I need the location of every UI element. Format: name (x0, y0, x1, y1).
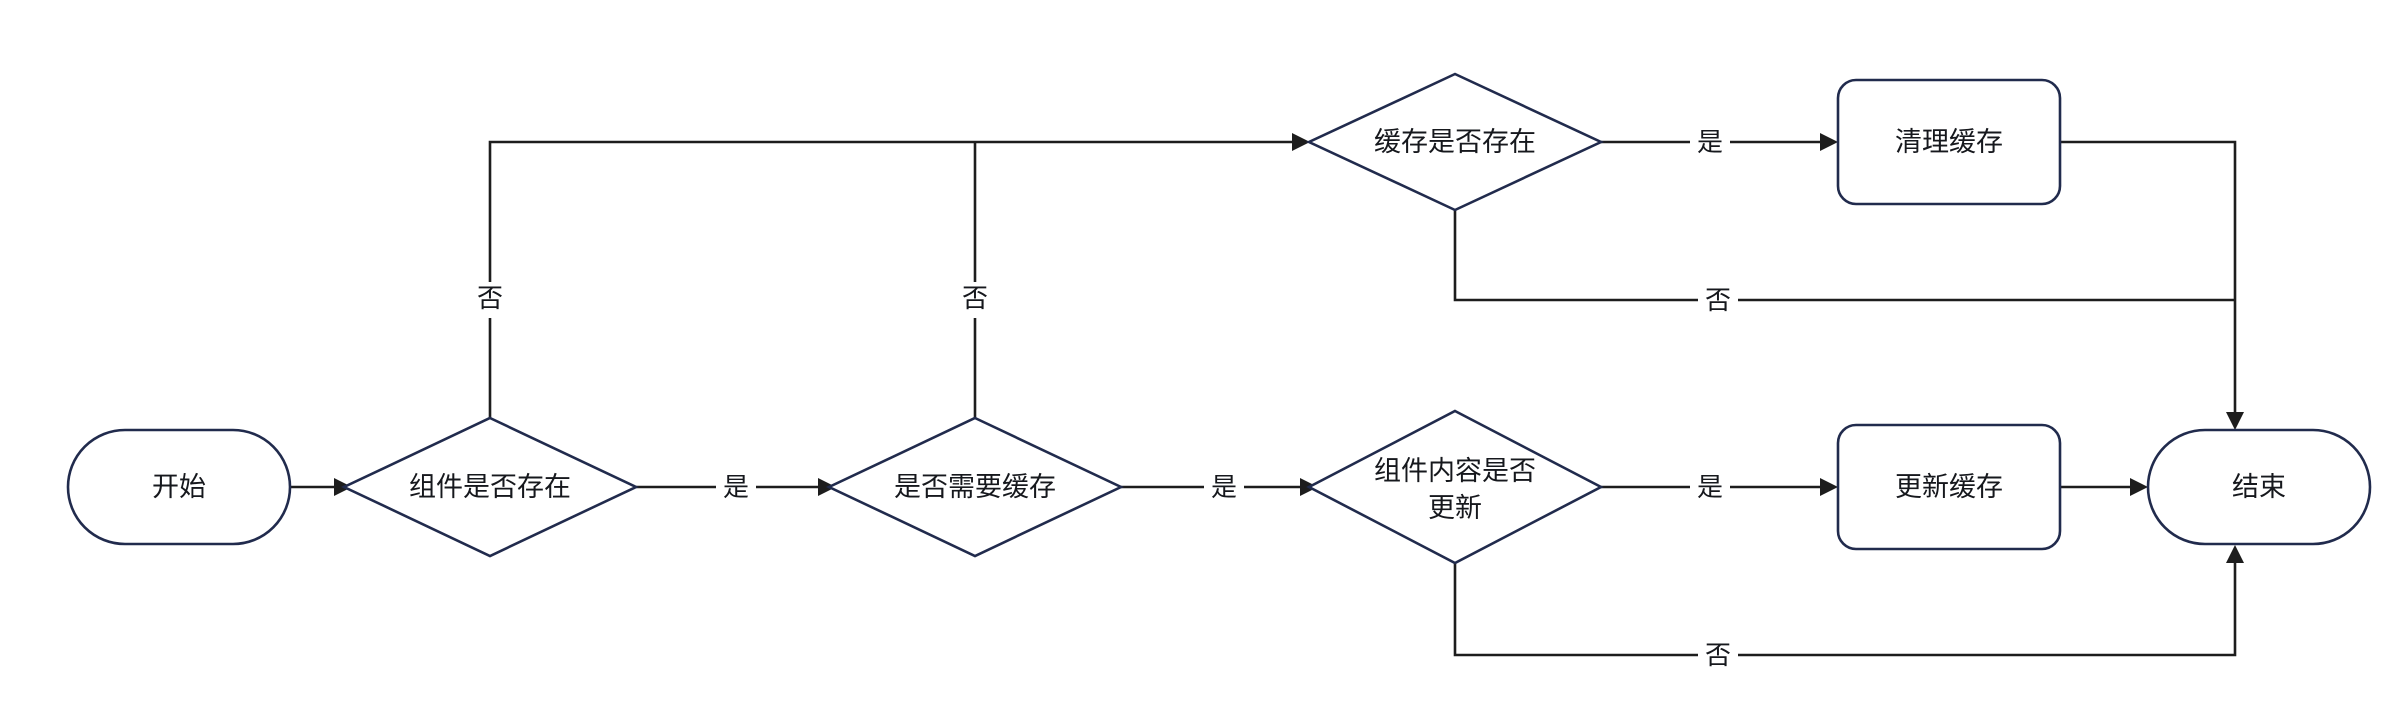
edge-label-no-1-text: 否 (477, 283, 503, 313)
edge-component-exist-no-to-cache-exist (488, 133, 1310, 418)
edge-label-yes-need-cache: 是 (1204, 470, 1244, 506)
node-component-exist[interactable]: 组件是否存在 (340, 416, 640, 558)
clear-cache-label: 清理缓存 (1895, 127, 2003, 157)
edge-label-no-component-exist: 否 (470, 282, 510, 318)
component-exist-shape (340, 416, 640, 558)
cache-exist-shape (1305, 72, 1605, 212)
cache-exist-label: 缓存是否存在 (1374, 127, 1536, 157)
edge-label-yes-1-text: 是 (723, 472, 749, 502)
edge-label-yes-2-text: 是 (1211, 472, 1237, 502)
node-need-cache[interactable]: 是否需要缓存 (825, 416, 1125, 558)
content-update-shape (1306, 409, 1604, 565)
update-cache-shape (1836, 423, 2062, 551)
edge-content-update-no-to-end (1453, 545, 2244, 657)
edge-label-yes-cache-exist: 是 (1690, 125, 1730, 161)
edge-label-yes-component-exist: 是 (716, 470, 756, 506)
edge-update-cache-to-end (2060, 478, 2148, 496)
edge-label-no-4-text: 否 (1705, 640, 1731, 670)
edge-label-no-3-text: 否 (1705, 285, 1731, 315)
start-label: 开始 (152, 472, 206, 502)
edge-cache-exist-no-to-end (1453, 210, 2235, 302)
content-update-label-line1: 组件内容是否 (1374, 456, 1536, 486)
edge-label-no-need-cache: 否 (955, 282, 995, 318)
edge-label-yes-4-text: 是 (1697, 472, 1723, 502)
need-cache-label: 是否需要缓存 (894, 472, 1056, 502)
clear-cache-shape (1836, 78, 2062, 206)
edge-label-no-cache-exist: 否 (1698, 283, 1738, 319)
node-end[interactable]: 结束 (2146, 428, 2372, 546)
component-exist-label: 组件是否存在 (409, 472, 571, 502)
node-cache-exist[interactable]: 缓存是否存在 (1305, 72, 1605, 212)
start-shape (66, 428, 292, 546)
node-update-cache[interactable]: 更新缓存 (1836, 423, 2062, 551)
edge-label-yes-3-text: 是 (1697, 127, 1723, 157)
edge-label-yes-content-update: 是 (1690, 470, 1730, 506)
end-label: 结束 (2232, 472, 2286, 502)
need-cache-shape (825, 416, 1125, 558)
edge-clear-cache-to-end (2060, 140, 2244, 430)
node-content-update[interactable]: 组件内容是否 更新 (1306, 409, 1604, 565)
end-shape (2146, 428, 2372, 546)
edge-label-no-2-text: 否 (962, 283, 988, 313)
update-cache-label: 更新缓存 (1895, 472, 2003, 502)
content-update-label-line2: 更新 (1428, 493, 1482, 523)
edge-label-no-content-update: 否 (1698, 638, 1738, 674)
node-clear-cache[interactable]: 清理缓存 (1836, 78, 2062, 206)
node-start[interactable]: 开始 (66, 428, 292, 546)
